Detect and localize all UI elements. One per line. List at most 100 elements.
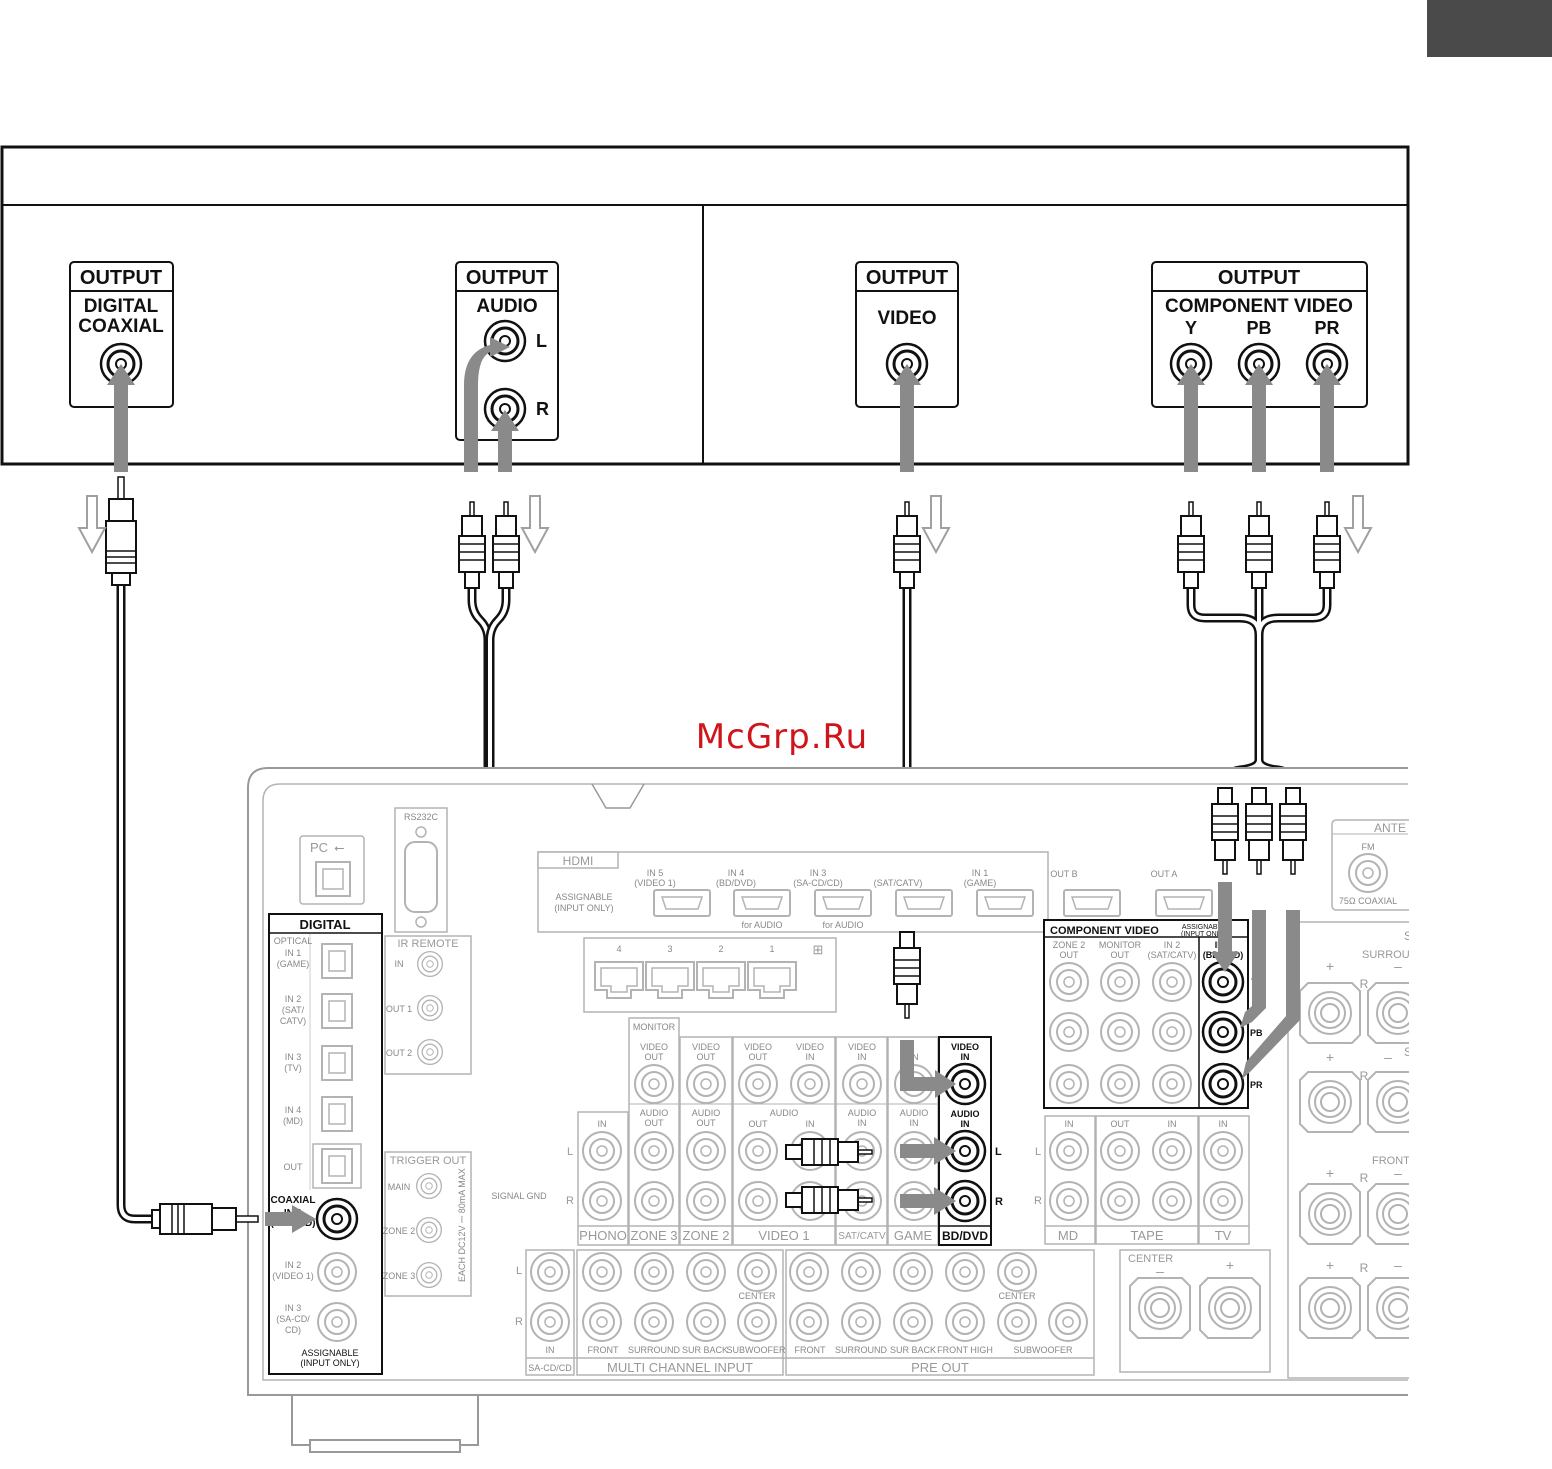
- coaxial-in3-jack[interactable]: [317, 1302, 357, 1342]
- video1-out-r-jack[interactable]: [738, 1181, 778, 1221]
- ir-out2-jack[interactable]: [416, 1039, 444, 1065]
- monitor-pb-jack[interactable]: [1100, 1012, 1140, 1052]
- optical-in1: IN 1: [285, 948, 302, 958]
- speaker-terminal-center-plus[interactable]: [1199, 1277, 1261, 1339]
- bd-video-in-label: VIDEO: [951, 1042, 979, 1052]
- preout-subwoofer1-jack[interactable]: [997, 1302, 1037, 1342]
- preout-surback-l-jack[interactable]: [893, 1252, 933, 1292]
- hdmi-title: HDMI: [563, 854, 594, 868]
- zone2-y-jack[interactable]: [1049, 962, 1089, 1002]
- multi-center-jack[interactable]: [737, 1252, 777, 1292]
- preout-center-jack[interactable]: [997, 1252, 1037, 1292]
- coaxial-in1-jack[interactable]: [315, 1197, 359, 1241]
- video1-video-out-jack[interactable]: [738, 1064, 778, 1104]
- tv-label: TV: [1215, 1228, 1232, 1243]
- tv-r-jack[interactable]: [1203, 1181, 1243, 1221]
- speaker-terminal-s2-plus[interactable]: [1299, 1071, 1361, 1133]
- sacd-l-jack[interactable]: [530, 1252, 570, 1292]
- multi-surback-r-jack[interactable]: [686, 1302, 726, 1342]
- phono-r-jack[interactable]: [582, 1181, 622, 1221]
- preout-front-l-jack[interactable]: [789, 1252, 829, 1292]
- source-plugs: [105, 476, 1341, 589]
- multi-surround-r-jack[interactable]: [634, 1302, 674, 1342]
- fm-antenna-jack[interactable]: [1348, 853, 1388, 893]
- zone2-video-out-jack[interactable]: [686, 1064, 726, 1104]
- zone2-pb-jack[interactable]: [1049, 1012, 1089, 1052]
- in2-pr-jack[interactable]: [1152, 1064, 1192, 1104]
- in-label: IN: [858, 1118, 867, 1128]
- multi-surback-l-jack[interactable]: [686, 1252, 726, 1292]
- hdmi-in4-port[interactable]: [733, 889, 791, 917]
- speaker-terminal-surround-plus[interactable]: [1299, 982, 1361, 1044]
- preout-surback-r-jack[interactable]: [893, 1302, 933, 1342]
- in1-pb-jack[interactable]: [1201, 1010, 1245, 1054]
- ir-in-jack[interactable]: [416, 951, 444, 977]
- hdmi-out-b: OUT B: [1050, 869, 1077, 879]
- hdmi-out-a-port[interactable]: [1155, 889, 1213, 917]
- hdmi-in1-port[interactable]: [976, 889, 1034, 917]
- optical-in4-port[interactable]: [321, 1096, 353, 1132]
- optical-in1-port[interactable]: [321, 943, 353, 979]
- tape-out-l-jack[interactable]: [1100, 1131, 1140, 1171]
- multi-front-r-jack[interactable]: [582, 1302, 622, 1342]
- multi-front-l-jack[interactable]: [582, 1252, 622, 1292]
- zone2-r-jack[interactable]: [686, 1181, 726, 1221]
- monitor-video-out-jack[interactable]: [634, 1064, 674, 1104]
- multi-subwoofer-jack[interactable]: [737, 1302, 777, 1342]
- usb-b-connector[interactable]: [315, 861, 351, 897]
- ir-out1-jack[interactable]: [416, 995, 444, 1021]
- speaker-terminal-center-minus[interactable]: [1129, 1277, 1191, 1339]
- minus-label: –: [1156, 1263, 1164, 1279]
- preout-surround-r-jack[interactable]: [841, 1302, 881, 1342]
- phono-l-jack[interactable]: [582, 1131, 622, 1171]
- hdmi-out-a: OUT A: [1151, 869, 1178, 879]
- in2-y-jack[interactable]: [1152, 962, 1192, 1002]
- tape-in-r-jack[interactable]: [1152, 1181, 1192, 1221]
- optical-out-port[interactable]: [321, 1148, 353, 1184]
- md-r-jack[interactable]: [1049, 1181, 1089, 1221]
- output-header: OUTPUT: [866, 267, 948, 289]
- multi-surround-l-jack[interactable]: [634, 1252, 674, 1292]
- zone3-r-jack[interactable]: [634, 1181, 674, 1221]
- speaker-terminal-front-plus[interactable]: [1299, 1183, 1361, 1245]
- hdmi-in2-port[interactable]: [895, 889, 953, 917]
- preout-fronthigh-l-jack[interactable]: [945, 1252, 985, 1292]
- optical-in3-port[interactable]: [321, 1045, 353, 1081]
- hdmi-in5-port[interactable]: [653, 889, 711, 917]
- tape-out-r-jack[interactable]: [1100, 1181, 1140, 1221]
- zone2-l-jack[interactable]: [686, 1131, 726, 1171]
- tape-in-l-jack[interactable]: [1152, 1131, 1192, 1171]
- monitor-pr-jack[interactable]: [1100, 1064, 1140, 1104]
- in-label: IN: [1065, 1119, 1074, 1129]
- preout-subwoofer2-jack[interactable]: [1048, 1302, 1088, 1342]
- speaker-s-label: S: [1404, 1045, 1412, 1059]
- speaker-terminal-front2-plus[interactable]: [1299, 1277, 1361, 1339]
- video1-video-in-jack[interactable]: [790, 1064, 830, 1104]
- preout-fronthigh-r-jack[interactable]: [945, 1302, 985, 1342]
- coaxial-label: COAXIAL: [78, 316, 164, 337]
- monitor-y-jack[interactable]: [1100, 962, 1140, 1002]
- l-label: L: [516, 1265, 522, 1277]
- tv-l-jack[interactable]: [1203, 1131, 1243, 1171]
- plus-label: +: [1326, 1049, 1334, 1065]
- coaxial-in2-jack[interactable]: [317, 1252, 357, 1292]
- zone3-l-jack[interactable]: [634, 1131, 674, 1171]
- hdmi-in3-port[interactable]: [814, 889, 872, 917]
- sacd-r-jack[interactable]: [530, 1302, 570, 1342]
- sat-video-in-jack[interactable]: [842, 1064, 882, 1104]
- in2-pb-jack[interactable]: [1152, 1012, 1192, 1052]
- preout-front-r-jack[interactable]: [789, 1302, 829, 1342]
- hdmi-out-b-port[interactable]: [1063, 889, 1121, 917]
- zone2-pr-jack[interactable]: [1049, 1064, 1089, 1104]
- trigger-main-jack[interactable]: [415, 1173, 443, 1199]
- video1-out-l-jack[interactable]: [738, 1131, 778, 1171]
- optical-in2-port[interactable]: [321, 993, 353, 1029]
- preout-surround-l-jack[interactable]: [841, 1252, 881, 1292]
- l-label: L: [536, 331, 547, 351]
- trigger-zone2-jack[interactable]: [415, 1217, 443, 1243]
- bd-audio-in-label: AUDIO: [951, 1109, 980, 1119]
- monitor-label: MONITOR: [633, 1022, 676, 1032]
- trigger-zone3-jack[interactable]: [415, 1262, 443, 1288]
- in1-pr-jack[interactable]: [1201, 1062, 1245, 1106]
- md-l-jack[interactable]: [1049, 1131, 1089, 1171]
